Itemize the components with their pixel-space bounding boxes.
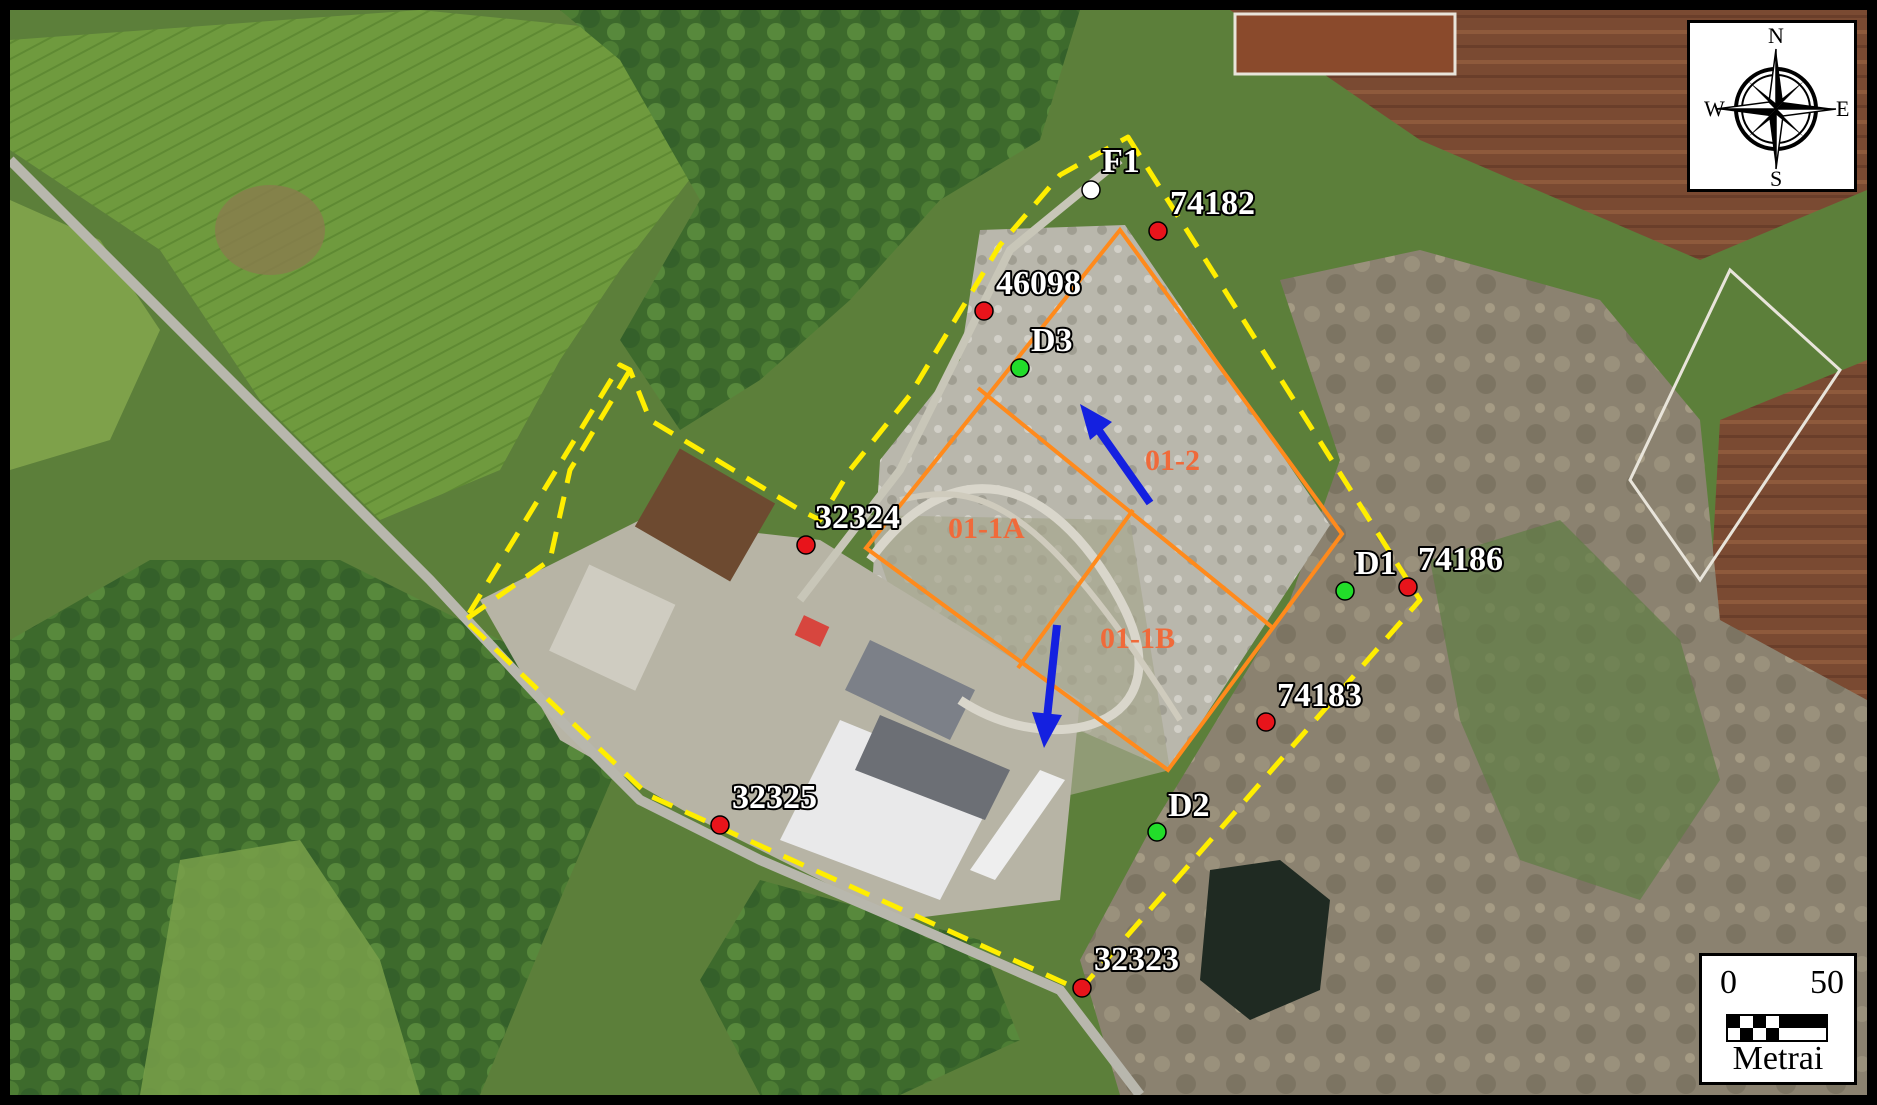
compass-east: E	[1836, 96, 1850, 121]
red-roof-building	[794, 615, 830, 647]
compass: N S W E	[1687, 20, 1857, 192]
main-road	[10, 156, 1144, 1095]
aerial-map: F1 74182 46098 D3 32324 D1 74186 74183 D…	[10, 10, 1867, 1095]
well-marker-74182[interactable]	[1148, 221, 1168, 241]
well-marker-46098[interactable]	[974, 301, 994, 321]
north-building	[845, 640, 975, 740]
scale-end-label: 50	[1810, 964, 1844, 1001]
cell-label-01-1A: 01-1A	[948, 512, 1025, 545]
cell-label-01-1B: 01-1B	[1100, 622, 1175, 655]
fenced-plot	[1628, 267, 1842, 583]
field-patch	[215, 185, 325, 275]
compost-rows	[634, 448, 776, 582]
well-marker-F1[interactable]	[1081, 180, 1101, 200]
cell-label-01-2: 01-2	[1145, 444, 1200, 477]
well-label-D3: D3	[1031, 322, 1073, 359]
compass-rose-icon	[1715, 48, 1837, 170]
cell-divider-1	[976, 386, 1275, 630]
cell-divider-2	[1016, 508, 1135, 670]
well-label-46098: 46098	[996, 265, 1081, 302]
well-label-74183: 74183	[1277, 677, 1362, 714]
forest-north	[560, 10, 1080, 430]
scale-unit-label: Metrai	[1732, 1040, 1824, 1077]
monitoring-wells	[710, 180, 1418, 998]
bog-pond	[1200, 860, 1330, 1020]
well-marker-32325[interactable]	[710, 815, 730, 835]
main-building-roof	[855, 715, 1010, 820]
gravel-track	[899, 491, 1183, 722]
forest-southwest	[10, 560, 620, 1095]
well-marker-32323[interactable]	[1072, 978, 1092, 998]
well-marker-74183[interactable]	[1256, 712, 1276, 732]
site-boundary-inner	[463, 368, 633, 623]
access-road	[796, 156, 1123, 603]
storage-yard	[549, 564, 676, 691]
well-marker-D2[interactable]	[1147, 822, 1167, 842]
scale-start-label: 0	[1720, 964, 1737, 1001]
flow-direction-arrow-icon	[1080, 404, 1154, 506]
compass-south: S	[1770, 166, 1783, 191]
well-label-32324: 32324	[815, 499, 900, 536]
well-label-32325: 32325	[732, 779, 817, 816]
well-marker-D3[interactable]	[1010, 358, 1030, 378]
cell-outline-outer	[863, 226, 1345, 773]
scale-bar: 0 50 Metrai	[1699, 953, 1857, 1085]
well-marker-32324[interactable]	[796, 535, 816, 555]
peat-pit	[1233, 12, 1457, 76]
field-southwest	[140, 840, 420, 1095]
well-label-74182: 74182	[1170, 185, 1255, 222]
well-label-74186: 74186	[1418, 541, 1503, 578]
scale-checker-bar	[1726, 1014, 1828, 1042]
well-label-32323: 32323	[1094, 941, 1179, 978]
well-marker-74186[interactable]	[1398, 577, 1418, 597]
wetland-vegetation	[1430, 520, 1720, 900]
long-shed	[970, 770, 1065, 880]
crop-field	[10, 10, 720, 520]
well-label-D1: D1	[1355, 545, 1397, 582]
well-label-F1: F1	[1102, 143, 1140, 180]
peat-field-east	[1710, 360, 1867, 710]
well-label-D2: D2	[1168, 787, 1210, 824]
flow-direction-arrow-icon	[1032, 624, 1062, 748]
compass-north: N	[1768, 23, 1784, 48]
well-marker-D1[interactable]	[1335, 581, 1355, 601]
field-west	[10, 200, 160, 470]
compass-west: W	[1704, 96, 1725, 121]
